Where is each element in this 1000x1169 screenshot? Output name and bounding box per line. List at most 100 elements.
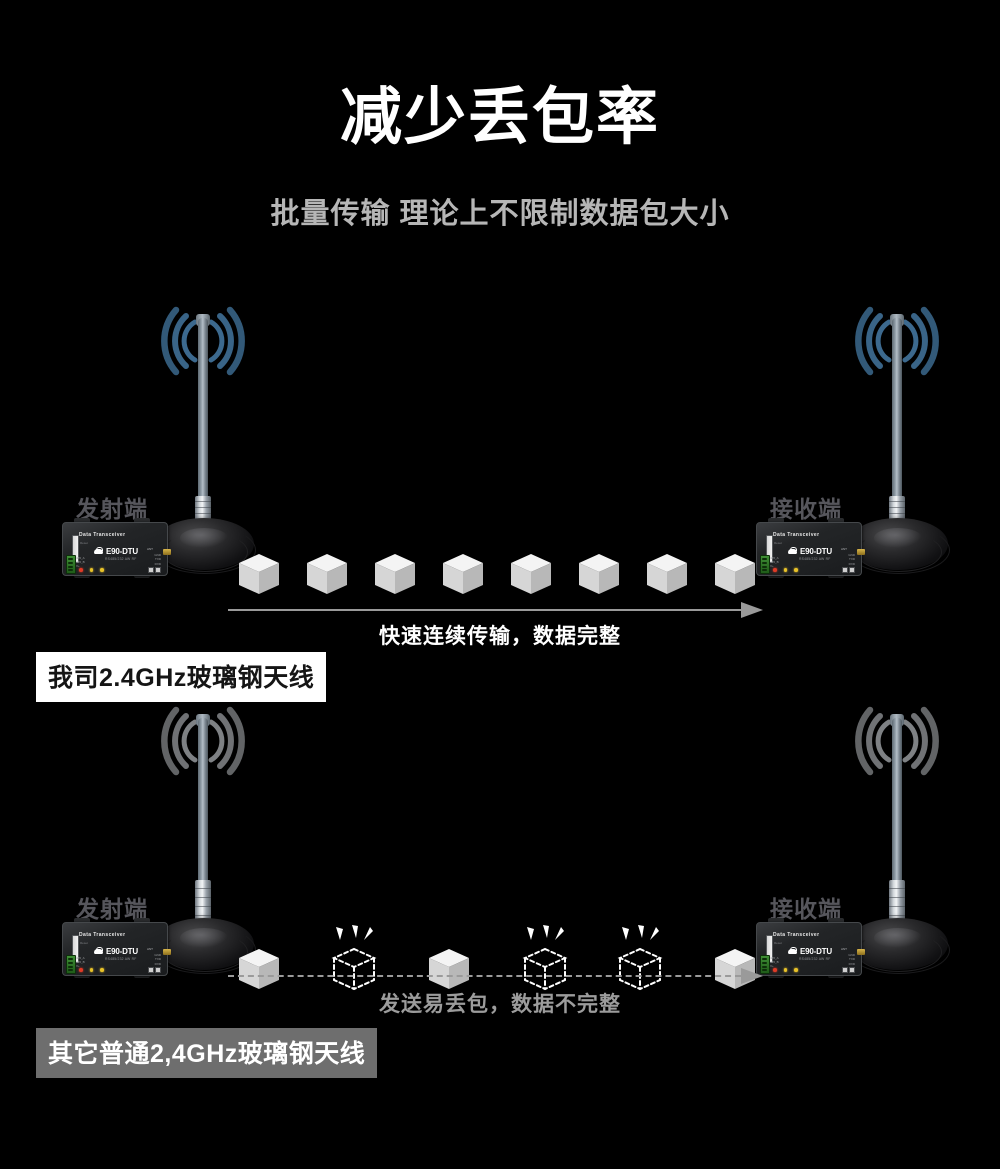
device-title: Data Transceiver: [79, 932, 126, 938]
transmitter-label: 发射端: [76, 896, 148, 922]
reset-label: Reset: [80, 941, 88, 945]
transmitter-endpoint-good: 发射端: [48, 290, 308, 620]
antenna-robot-logo-icon: [787, 547, 798, 556]
antenna-port-label: ANT: [147, 947, 153, 951]
caption-good: 快速连续传输，数据完整: [379, 625, 621, 648]
lost-packet-cube-icon: [331, 925, 377, 993]
mount-ear: [134, 918, 150, 924]
antenna-rod: [198, 318, 208, 528]
pad-label: RXD: [848, 961, 855, 966]
led-tx: [89, 968, 93, 972]
pad-label: TXD: [849, 557, 855, 562]
mount-ear: [74, 518, 90, 524]
device-model-sub: RS485/232 AW RF: [799, 557, 831, 561]
lost-packet-cube-icon: [617, 925, 663, 993]
antenna-rod: [892, 718, 902, 928]
device-model-sub: RS485/232 AW RF: [105, 957, 137, 961]
right-pads: GND TXD RXD: [848, 953, 855, 966]
scenario-row-bad: 发射端: [0, 680, 1000, 1080]
dc-jack: [841, 567, 855, 573]
packet-cube-icon: [236, 550, 282, 598]
receiver-label: 接收端: [770, 496, 842, 522]
led-rx: [794, 968, 798, 972]
terminal-label: 485_A: [76, 956, 85, 960]
transmitter-endpoint-bad: 发射端: [48, 690, 308, 1020]
page-title: 减少丢包率: [339, 83, 660, 152]
transmitter-label: 发射端: [76, 496, 148, 522]
sma-connector: [857, 949, 865, 955]
antenna-port-label: ANT: [841, 947, 847, 951]
right-pads: GND TXD RXD: [154, 953, 161, 966]
sma-connector: [857, 549, 865, 555]
device-brand: E90-DTU: [106, 547, 138, 556]
terminal-label: 485_A: [770, 956, 779, 960]
dc-jack: [147, 967, 161, 973]
arrow-right-icon: [228, 968, 763, 984]
antenna-label-chip-ours: 我司2.4GHz玻璃钢天线: [36, 652, 327, 702]
sma-connector: [163, 949, 171, 955]
terminal-label: 485_B: [770, 560, 779, 564]
dc-jack: [841, 967, 855, 973]
right-pads: GND TXD RXD: [848, 553, 855, 566]
led-power: [79, 568, 83, 572]
status-leds: [79, 568, 104, 572]
antenna-robot-logo-icon: [787, 947, 798, 956]
device-brand-group: E90-DTU: [787, 947, 832, 956]
device-body: Data Transceiver Reset E90-DTU RS485/232…: [62, 922, 171, 976]
terminal-label: 485_B: [76, 560, 85, 564]
radio-wave-icon: [842, 290, 952, 380]
pad-label: TXD: [155, 557, 161, 562]
receiver-endpoint-good: 接收端: [742, 290, 1000, 620]
radio-wave-icon: [842, 690, 952, 780]
mount-ear: [768, 518, 784, 524]
radio-wave-icon: [148, 290, 258, 380]
arrow-head: [741, 602, 763, 618]
receiver-endpoint-bad: 接收端: [742, 690, 1000, 1020]
led-tx: [783, 568, 787, 572]
pad-label: TXD: [155, 957, 161, 962]
terminal-label: V+: [76, 564, 80, 568]
device-body: Data Transceiver Reset E90-DTU RS485/232…: [62, 522, 171, 576]
packet-cube-icon: [440, 550, 486, 598]
antenna-robot-logo-icon: [93, 947, 104, 956]
arrow-line: [228, 975, 741, 977]
pad-label: TXD: [849, 957, 855, 962]
burst-icon: [522, 925, 568, 947]
antenna-rod: [198, 718, 208, 928]
arrow-right-icon: [228, 602, 763, 618]
antenna-port-label: ANT: [841, 547, 847, 551]
terminal-block: [760, 555, 770, 574]
pad-label: GND: [848, 953, 855, 957]
device-brand: E90-DTU: [800, 947, 832, 956]
mount-ear: [74, 918, 90, 924]
led-rx: [794, 568, 798, 572]
lost-packet-cube-icon: [522, 925, 568, 993]
device-brand-group: E90-DTU: [93, 947, 138, 956]
radio-wave-icon: [148, 690, 258, 780]
antenna-good-tx: [120, 290, 258, 590]
reset-label: Reset: [80, 541, 88, 545]
led-rx: [100, 568, 104, 572]
status-leds: [79, 968, 104, 972]
terminal-label: V+: [770, 964, 774, 968]
lost-cube-shape: [617, 945, 663, 993]
device-title: Data Transceiver: [773, 932, 820, 938]
antenna-good-rx: [814, 290, 952, 590]
packet-cube-icon: [712, 945, 758, 993]
device-module-transmitter: Data Transceiver Reset E90-DTU RS485/232…: [56, 518, 172, 578]
mount-ear: [768, 918, 784, 924]
receiver-label: 接收端: [770, 896, 842, 922]
packet-cube-icon: [236, 945, 282, 993]
device-body: Data Transceiver Reset E90-DTU RS485/232…: [756, 922, 865, 976]
device-body: Data Transceiver Reset E90-DTU RS485/232…: [756, 522, 865, 576]
packet-stream-good: [0, 550, 1000, 620]
sma-connector: [163, 549, 171, 555]
mount-ear: [828, 518, 844, 524]
mount-ear: [828, 918, 844, 924]
status-leds: [773, 568, 798, 572]
packet-cube-icon: [712, 550, 758, 598]
burst-icon: [331, 925, 377, 947]
packet-cube-icon: [304, 550, 350, 598]
terminal-label: 485_B: [76, 960, 85, 964]
